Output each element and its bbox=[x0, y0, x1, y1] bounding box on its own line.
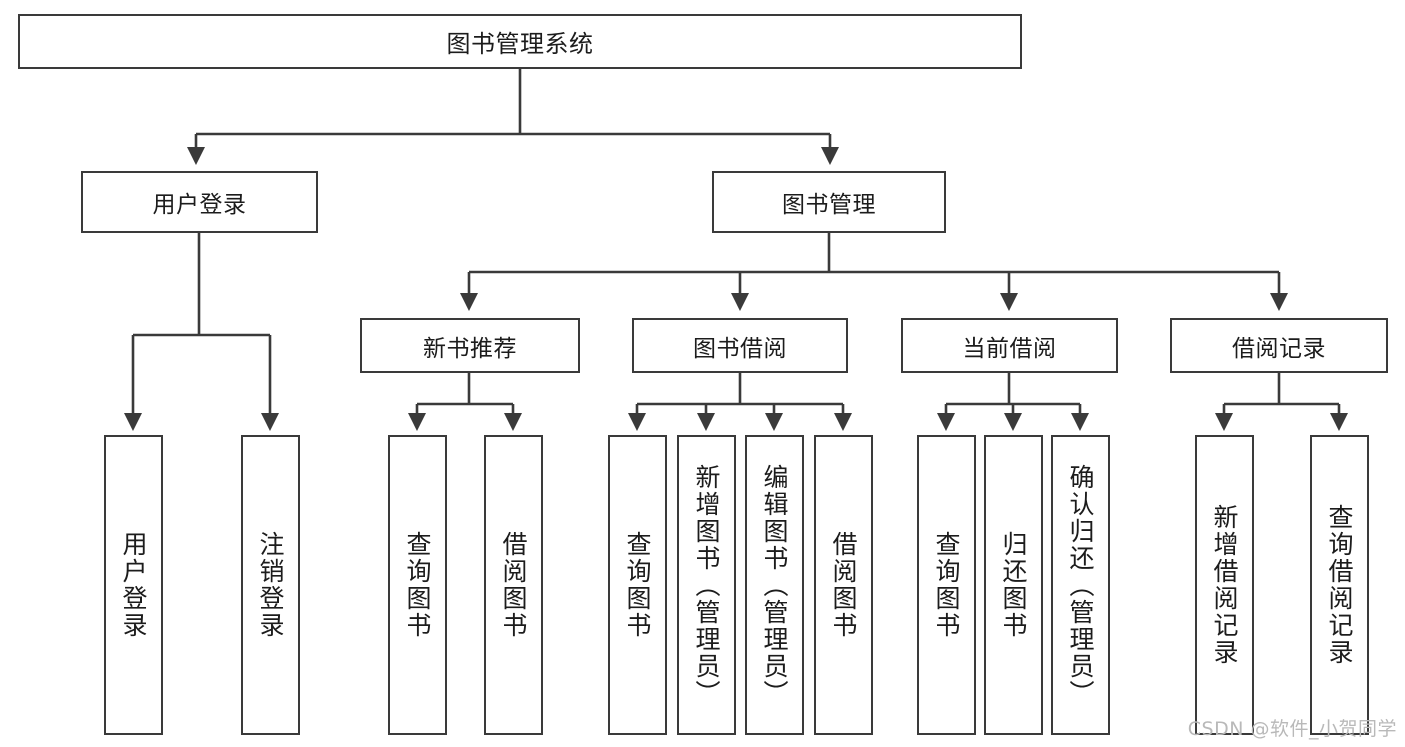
leaf-logout[interactable]: 注销登录 bbox=[241, 435, 300, 735]
node-user-login[interactable]: 用户登录 bbox=[81, 171, 318, 233]
node-label: 图书管理系统 bbox=[446, 30, 594, 58]
node-borrow-record[interactable]: 借阅记录 bbox=[1170, 318, 1388, 373]
leaf-new-book-borrow-book[interactable]: 借阅图书 bbox=[484, 435, 543, 735]
node-label: 新增借阅记录 bbox=[1210, 504, 1239, 666]
node-current-borrow[interactable]: 当前借阅 bbox=[901, 318, 1118, 373]
leaf-current-return-book[interactable]: 归还图书 bbox=[984, 435, 1043, 735]
node-label: 确认归还（管理员） bbox=[1066, 463, 1095, 707]
leaf-user-login[interactable]: 用户登录 bbox=[104, 435, 163, 735]
node-label: 借阅图书 bbox=[499, 531, 528, 639]
leaf-borrow-edit-book-admin[interactable]: 编辑图书（管理员） bbox=[745, 435, 804, 735]
node-label: 查询图书 bbox=[623, 531, 652, 639]
node-book-management[interactable]: 图书管理 bbox=[712, 171, 946, 233]
node-label: 查询借阅记录 bbox=[1325, 504, 1354, 666]
leaf-borrow-query-book[interactable]: 查询图书 bbox=[608, 435, 667, 735]
node-label: 用户登录 bbox=[152, 192, 247, 218]
node-label: 注销登录 bbox=[256, 531, 285, 639]
node-label: 用户登录 bbox=[119, 531, 148, 639]
node-label: 归还图书 bbox=[999, 531, 1028, 639]
node-root-system[interactable]: 图书管理系统 bbox=[18, 14, 1022, 69]
node-label: 新增图书（管理员） bbox=[692, 463, 721, 707]
node-label: 查询图书 bbox=[403, 531, 432, 639]
node-label: 当前借阅 bbox=[962, 335, 1057, 362]
leaf-borrow-add-book-admin[interactable]: 新增图书（管理员） bbox=[677, 435, 736, 735]
node-book-borrow[interactable]: 图书借阅 bbox=[632, 318, 848, 373]
leaf-record-add-record[interactable]: 新增借阅记录 bbox=[1195, 435, 1254, 735]
leaf-new-book-query-book[interactable]: 查询图书 bbox=[388, 435, 447, 735]
node-label: 查询图书 bbox=[932, 531, 961, 639]
leaf-record-query-record[interactable]: 查询借阅记录 bbox=[1310, 435, 1369, 735]
node-label: 借阅图书 bbox=[829, 531, 858, 639]
node-new-book-recommend[interactable]: 新书推荐 bbox=[360, 318, 580, 373]
leaf-current-confirm-return-admin[interactable]: 确认归还（管理员） bbox=[1051, 435, 1110, 735]
leaf-current-query-book[interactable]: 查询图书 bbox=[917, 435, 976, 735]
node-label: 借阅记录 bbox=[1232, 335, 1326, 362]
node-label: 图书管理 bbox=[782, 192, 876, 218]
node-label: 新书推荐 bbox=[423, 335, 517, 362]
leaf-borrow-borrow-book[interactable]: 借阅图书 bbox=[814, 435, 873, 735]
node-label: 编辑图书（管理员） bbox=[760, 463, 789, 707]
node-label: 图书借阅 bbox=[693, 335, 787, 362]
csdn-watermark: CSDN @软件_小贺同学 bbox=[1187, 718, 1397, 740]
